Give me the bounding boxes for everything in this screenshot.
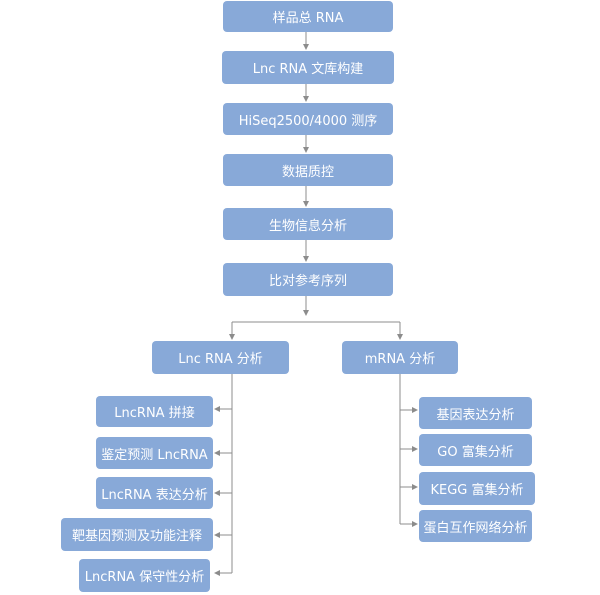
mrna-item-go-enrichment: GO 富集分析 [419,434,532,466]
step-bioinformatics: 生物信息分析 [223,208,393,240]
step-total-rna: 样品总 RNA [223,1,393,32]
step-sequencing: HiSeq2500/4000 测序 [223,103,393,135]
branch-lnc-rna-analysis: Lnc RNA 分析 [152,341,289,374]
lnc-item-expression: LncRNA 表达分析 [96,477,213,509]
lnc-item-identify-predict: 鉴定预测 LncRNA [96,437,213,469]
lnc-item-assembly: LncRNA 拼接 [96,396,213,427]
mrna-item-ppi-network: 蛋白互作网络分析 [419,510,532,542]
step-alignment: 比对参考序列 [223,263,393,296]
branch-mrna-analysis: mRNA 分析 [342,341,458,374]
lnc-item-conservation: LncRNA 保守性分析 [79,559,210,592]
step-data-qc: 数据质控 [223,154,393,186]
mrna-item-gene-expression: 基因表达分析 [419,397,532,429]
mrna-item-kegg-enrichment: KEGG 富集分析 [419,472,535,505]
step-library-construction: Lnc RNA 文库构建 [222,51,394,84]
lnc-item-target-prediction: 靶基因预测及功能注释 [61,518,213,551]
